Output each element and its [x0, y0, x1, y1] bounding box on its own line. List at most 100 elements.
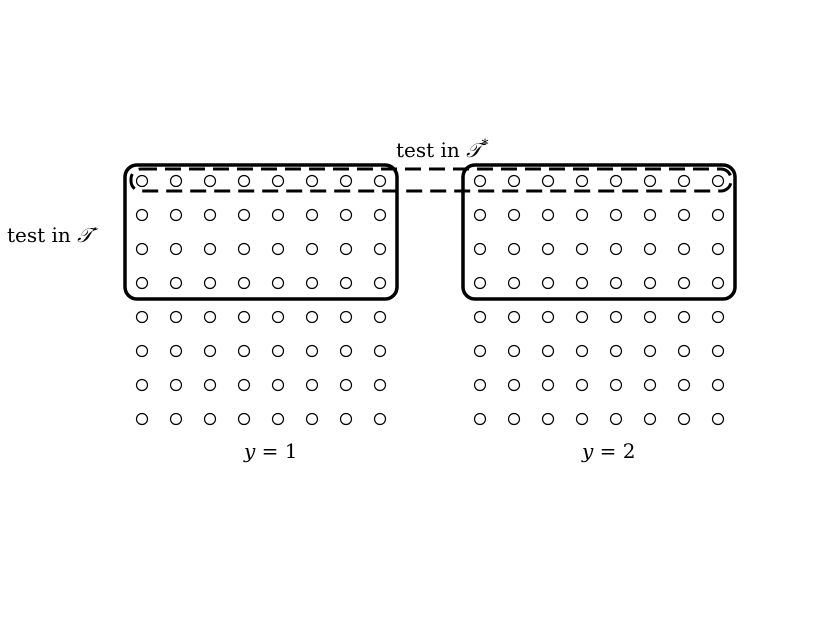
point	[373, 344, 387, 358]
point	[711, 208, 725, 222]
point	[711, 174, 725, 188]
point	[373, 242, 387, 256]
point	[271, 378, 285, 392]
point	[507, 378, 521, 392]
point	[305, 208, 319, 222]
test-star-dashed-box	[129, 167, 733, 193]
point	[339, 344, 353, 358]
point	[677, 310, 691, 324]
point	[135, 344, 149, 358]
point	[711, 276, 725, 290]
point	[203, 174, 217, 188]
point	[339, 242, 353, 256]
point	[169, 242, 183, 256]
point	[609, 378, 623, 392]
point	[609, 310, 623, 324]
point	[237, 174, 251, 188]
point	[711, 412, 725, 426]
point	[609, 208, 623, 222]
point	[473, 242, 487, 256]
point	[541, 344, 555, 358]
point	[339, 310, 353, 324]
point	[237, 276, 251, 290]
point	[135, 310, 149, 324]
point	[237, 378, 251, 392]
point	[677, 242, 691, 256]
point	[609, 174, 623, 188]
point	[643, 344, 657, 358]
point	[271, 310, 285, 324]
point	[305, 310, 319, 324]
point	[677, 412, 691, 426]
point	[203, 208, 217, 222]
point	[541, 378, 555, 392]
point	[373, 310, 387, 324]
test-star-label: test in 𝒯*	[396, 137, 489, 162]
point	[473, 174, 487, 188]
point	[643, 412, 657, 426]
point	[237, 242, 251, 256]
point	[169, 276, 183, 290]
point	[507, 310, 521, 324]
point	[575, 208, 589, 222]
point	[135, 412, 149, 426]
point	[305, 412, 319, 426]
point	[339, 412, 353, 426]
point	[677, 344, 691, 358]
point	[575, 276, 589, 290]
point	[305, 242, 319, 256]
point	[473, 344, 487, 358]
point	[643, 242, 657, 256]
train-box-group-1	[123, 163, 399, 301]
train-box-group-2	[461, 163, 737, 301]
point	[271, 412, 285, 426]
point	[541, 412, 555, 426]
point	[271, 242, 285, 256]
point	[203, 310, 217, 324]
point	[305, 344, 319, 358]
point	[575, 412, 589, 426]
point	[711, 242, 725, 256]
point	[135, 276, 149, 290]
point	[643, 310, 657, 324]
point	[135, 174, 149, 188]
point	[643, 174, 657, 188]
point	[711, 310, 725, 324]
point	[373, 378, 387, 392]
point	[271, 276, 285, 290]
point	[305, 174, 319, 188]
point	[575, 378, 589, 392]
point	[643, 378, 657, 392]
point	[271, 174, 285, 188]
point	[271, 208, 285, 222]
point	[541, 242, 555, 256]
point	[203, 412, 217, 426]
point	[711, 344, 725, 358]
point	[339, 378, 353, 392]
point	[373, 412, 387, 426]
point	[135, 242, 149, 256]
point	[169, 378, 183, 392]
point	[169, 412, 183, 426]
point	[473, 208, 487, 222]
point	[677, 276, 691, 290]
point	[507, 242, 521, 256]
point	[507, 174, 521, 188]
point	[575, 344, 589, 358]
point	[305, 276, 319, 290]
point	[575, 310, 589, 324]
point	[339, 174, 353, 188]
point	[677, 378, 691, 392]
point	[575, 242, 589, 256]
point	[541, 174, 555, 188]
point	[541, 310, 555, 324]
point	[711, 378, 725, 392]
point	[473, 412, 487, 426]
point	[169, 208, 183, 222]
point	[339, 276, 353, 290]
point	[237, 208, 251, 222]
point	[507, 208, 521, 222]
point	[373, 208, 387, 222]
point	[609, 344, 623, 358]
point	[507, 412, 521, 426]
